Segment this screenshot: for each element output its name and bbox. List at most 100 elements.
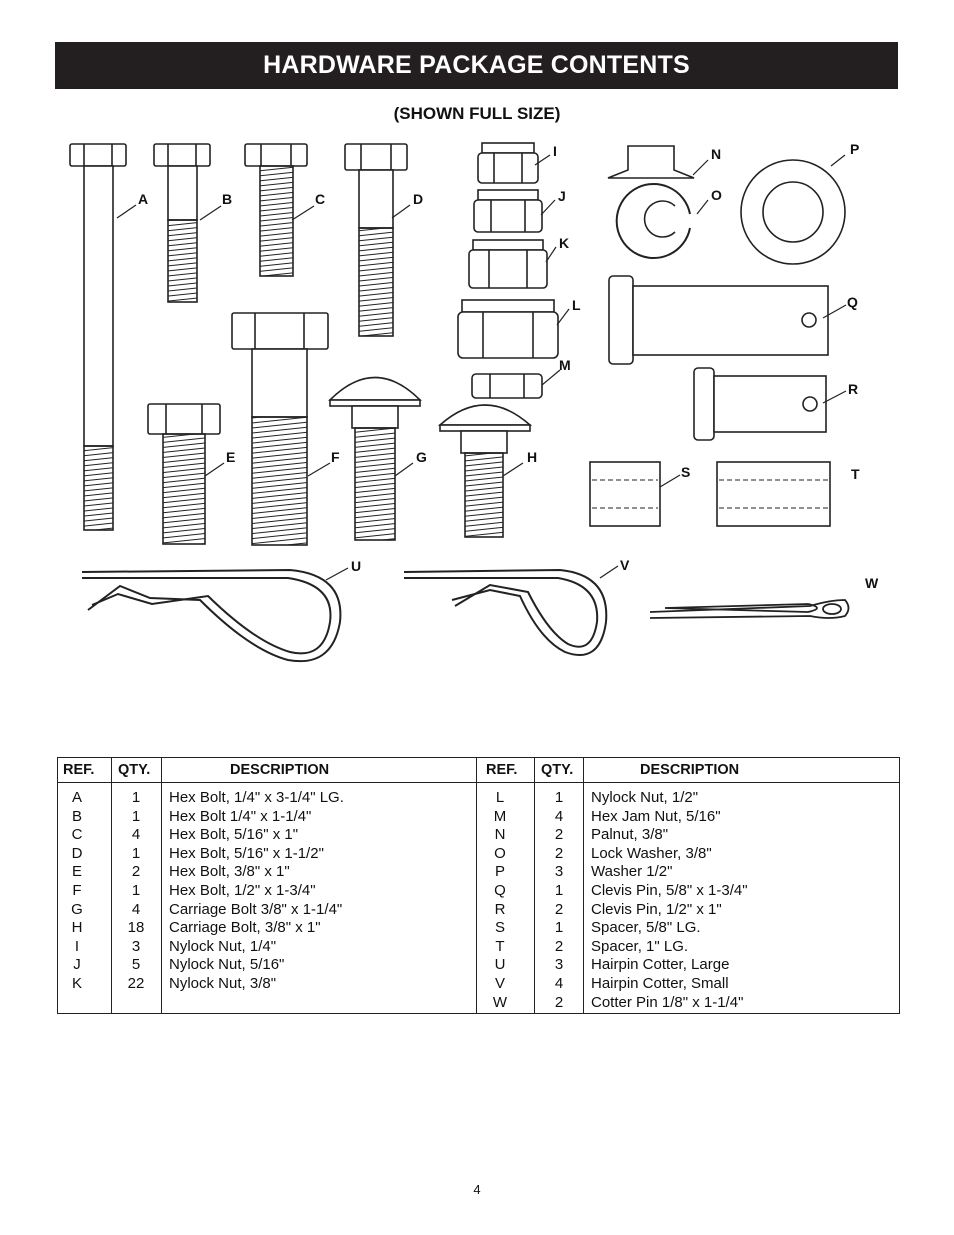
col-divider bbox=[583, 758, 584, 1013]
spacer-t bbox=[716, 461, 831, 527]
table-cell-qty: 5 bbox=[131, 956, 141, 974]
col-divider bbox=[476, 758, 477, 1013]
label-d: D bbox=[413, 191, 423, 207]
table-cell-qty: 2 bbox=[131, 863, 141, 881]
table-cell-qty: 2 bbox=[554, 844, 564, 862]
table-cell-desc: Lock Washer, 3/8" bbox=[591, 844, 712, 862]
table-cell-desc: Nylock Nut, 3/8" bbox=[169, 974, 277, 992]
col-divider bbox=[161, 758, 162, 1013]
page-subtitle: (SHOWN FULL SIZE) bbox=[393, 104, 561, 123]
table-cell-ref: U bbox=[494, 956, 506, 974]
table-cell-qty: 2 bbox=[554, 826, 564, 844]
table-cell-qty: 2 bbox=[554, 937, 564, 955]
table-cell-qty: 3 bbox=[554, 956, 564, 974]
table-cell-desc: Hex Bolt, 1/2" x 1-3/4" bbox=[169, 881, 316, 899]
table-cell-ref: V bbox=[494, 974, 505, 992]
nylock-nut-j bbox=[473, 189, 543, 233]
table-cell-desc: Hex Bolt, 3/8" x 1" bbox=[169, 863, 290, 881]
carriage-bolt-h bbox=[437, 404, 533, 538]
table-cell-ref: K bbox=[71, 974, 82, 992]
ref-header-right: REF. bbox=[486, 762, 518, 778]
page-number: 4 bbox=[473, 1182, 481, 1197]
label-h: H bbox=[527, 449, 537, 465]
table-cell-qty: 18 bbox=[127, 919, 145, 937]
table-cell-qty: 22 bbox=[127, 974, 145, 992]
label-j: J bbox=[558, 188, 566, 204]
table-cell-ref: D bbox=[71, 844, 83, 862]
table-cell-ref: W bbox=[492, 993, 508, 1011]
table-cell-ref: A bbox=[71, 789, 82, 806]
washer-p bbox=[740, 159, 846, 265]
table-cell-ref: C bbox=[71, 826, 83, 844]
qty-header-right: QTY. bbox=[541, 762, 574, 778]
description-header-right: DESCRIPTION bbox=[640, 762, 740, 778]
label-n: N bbox=[711, 146, 721, 162]
jam-nut-m bbox=[471, 373, 543, 399]
table-cell-ref: N bbox=[494, 826, 506, 844]
table-cell-qty: 4 bbox=[131, 826, 141, 844]
table-cell-desc: Hex Bolt 1/4" x 1-1/4" bbox=[169, 807, 312, 825]
label-m: M bbox=[559, 357, 571, 373]
label-u: U bbox=[351, 558, 361, 574]
table-cell-desc: Hex Bolt, 5/16" x 1-1/2" bbox=[169, 844, 324, 862]
header-divider bbox=[58, 782, 899, 783]
table-cell-desc: Spacer, 1" LG. bbox=[591, 937, 689, 955]
table-cell-ref: M bbox=[493, 807, 507, 825]
hairpin-cotter-v bbox=[403, 568, 608, 657]
table-cell-qty: 3 bbox=[554, 863, 564, 881]
table-cell-ref: T bbox=[495, 937, 505, 955]
table-cell-desc: Spacer, 5/8" LG. bbox=[591, 919, 701, 937]
label-r: R bbox=[848, 381, 858, 397]
left-description-column: Hex Bolt, 1/4" x 3-1/4" LG.Hex Bolt 1/4"… bbox=[169, 789, 469, 994]
table-cell-qty: 1 bbox=[554, 919, 564, 937]
palnut-n bbox=[607, 145, 695, 179]
table-cell-ref: P bbox=[494, 863, 505, 881]
table-cell-desc: Cotter Pin 1/8" x 1-1/4" bbox=[591, 993, 744, 1011]
table-cell-qty: 3 bbox=[131, 937, 141, 955]
right-description-column: Nylock Nut, 1/2"Hex Jam Nut, 5/16"Palnut… bbox=[591, 789, 891, 1012]
parts-table: REF. QTY. DESCRIPTION REF. QTY. DESCRIPT… bbox=[57, 757, 900, 1014]
hairpin-cotter-u bbox=[81, 568, 342, 663]
nylock-nut-l bbox=[457, 299, 559, 359]
clevis-pin-q bbox=[608, 275, 829, 365]
label-q: Q bbox=[847, 294, 858, 310]
hardware-illustration: A B C D E F G H I J K L M N O P Q R S T … bbox=[69, 141, 879, 663]
table-cell-ref: Q bbox=[494, 881, 506, 899]
table-cell-qty: 2 bbox=[554, 900, 564, 918]
table-cell-qty: 4 bbox=[554, 807, 564, 825]
table-cell-ref: J bbox=[73, 956, 81, 974]
table-cell-qty: 1 bbox=[131, 844, 141, 862]
table-cell-ref: O bbox=[494, 844, 506, 862]
table-cell-qty: 1 bbox=[131, 881, 141, 899]
label-c: C bbox=[315, 191, 325, 207]
table-cell-qty: 2 bbox=[554, 993, 564, 1011]
table-cell-desc: Hex Bolt, 1/4" x 3-1/4" LG. bbox=[169, 789, 344, 806]
table-cell-desc: Hairpin Cotter, Small bbox=[591, 974, 729, 992]
table-cell-desc: Carriage Bolt 3/8" x 1-1/4" bbox=[169, 900, 343, 918]
table-cell-desc: Washer 1/2" bbox=[591, 863, 673, 881]
ref-header-left: REF. bbox=[63, 762, 95, 778]
label-i: I bbox=[553, 143, 557, 159]
table-cell-desc: Hairpin Cotter, Large bbox=[591, 956, 730, 974]
table-cell-desc: Nylock Nut, 1/2" bbox=[591, 789, 699, 806]
clevis-pin-r bbox=[693, 367, 827, 441]
table-cell-ref: E bbox=[71, 863, 82, 881]
table-cell-desc: Hex Bolt, 5/16" x 1" bbox=[169, 826, 299, 844]
page-title: HARDWARE PACKAGE CONTENTS bbox=[263, 51, 690, 79]
page-title-banner: HARDWARE PACKAGE CONTENTS bbox=[55, 42, 898, 89]
label-e: E bbox=[226, 449, 235, 465]
hex-bolt-b bbox=[153, 143, 211, 303]
nylock-nut-k bbox=[468, 239, 548, 289]
hex-bolt-f bbox=[231, 312, 329, 546]
table-cell-qty: 1 bbox=[554, 789, 564, 806]
label-k: K bbox=[559, 235, 569, 251]
spacer-s bbox=[589, 461, 661, 527]
table-cell-ref: H bbox=[71, 919, 83, 937]
label-v: V bbox=[620, 557, 630, 573]
label-w: W bbox=[865, 575, 879, 591]
table-cell-qty: 4 bbox=[131, 900, 141, 918]
